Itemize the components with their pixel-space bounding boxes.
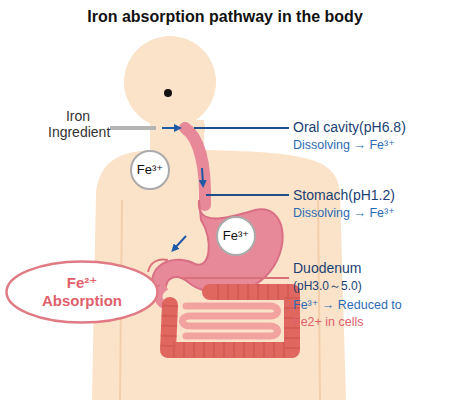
eye xyxy=(164,89,172,97)
process-note: Dissolving → Fe³⁺ xyxy=(293,138,395,152)
ph-label: (pH3.0～5.0) xyxy=(293,280,362,294)
leader-line xyxy=(110,126,156,130)
large-intestine xyxy=(168,292,292,350)
ion-circle: Fe³⁺ xyxy=(216,216,256,256)
node-text: Fe²⁺ Absorption xyxy=(32,274,132,310)
flow-arrow xyxy=(202,168,203,184)
organ-label: Duodenum xyxy=(293,260,362,276)
node-text: Fe³⁺ xyxy=(223,228,249,244)
stomach xyxy=(152,200,283,293)
head xyxy=(124,36,216,128)
ion-circle: Fe³⁺ xyxy=(130,150,170,190)
leader-line xyxy=(206,194,289,196)
flow-arrow xyxy=(174,236,186,249)
process-note: Fe2+ in cells xyxy=(293,315,364,329)
leader-line xyxy=(194,127,289,129)
esophagus xyxy=(185,128,205,205)
title: Iron absorption pathway in the body xyxy=(87,8,363,26)
absorption-ellipse: Fe²⁺ Absorption xyxy=(5,260,159,324)
leader-line xyxy=(148,260,168,273)
node-text: Fe³⁺ xyxy=(137,162,163,178)
organ-label: Stomach(pH1.2) xyxy=(293,187,395,203)
organ-label: Oral cavity(pH6.8) xyxy=(293,119,406,135)
flow-arrow xyxy=(162,127,178,129)
process-note: Dissolving → Fe³⁺ xyxy=(293,206,395,220)
ingredient-label: Iron Ingredient xyxy=(48,108,108,140)
leader-line xyxy=(180,277,289,279)
small-intestine xyxy=(183,306,278,336)
process-note: Fe³⁺ → Reduced to xyxy=(293,298,402,312)
